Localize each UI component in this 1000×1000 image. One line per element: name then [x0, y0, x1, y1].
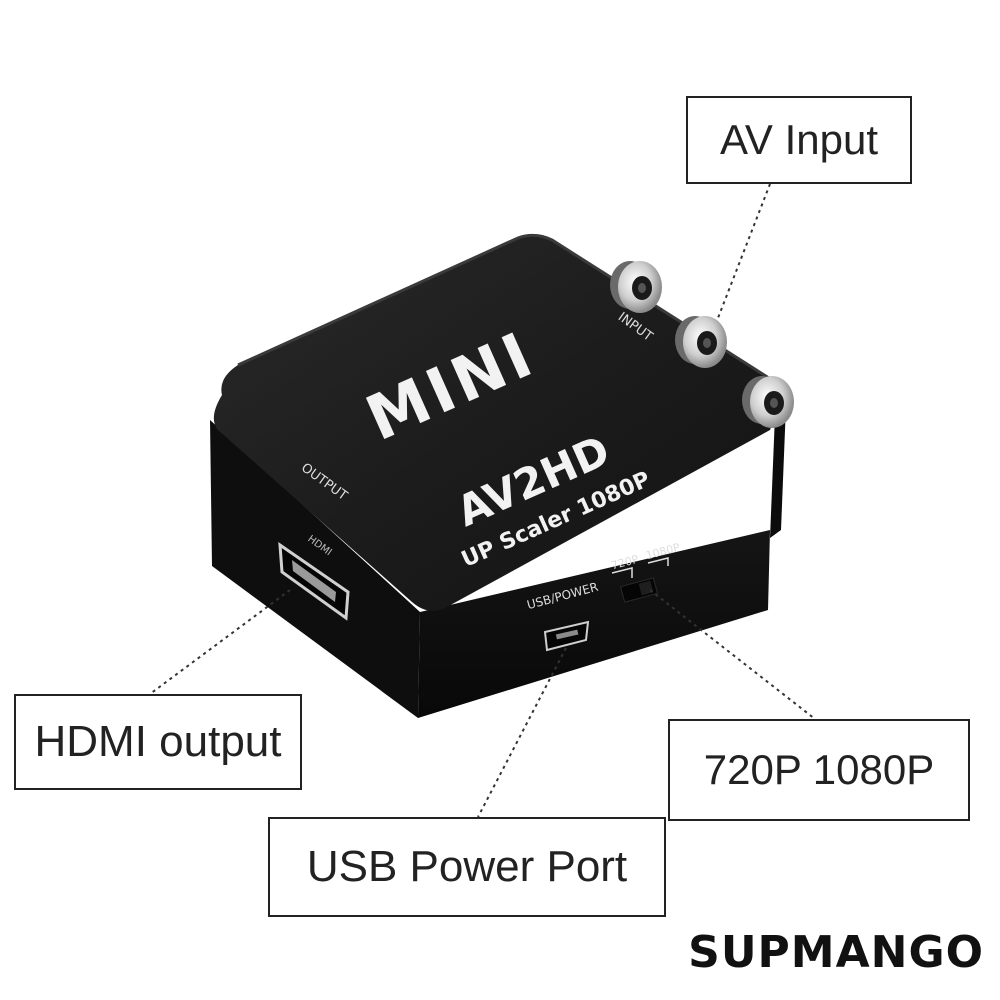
resolution-switch-callout: 720P 1080P	[668, 719, 970, 821]
usb-power-port-callout: USB Power Port	[268, 817, 666, 917]
device-top-face	[213, 235, 781, 611]
leader-lines	[149, 183, 816, 818]
leader-av-input	[717, 183, 771, 319]
device-right-side	[770, 405, 786, 538]
usb-power-port	[543, 620, 590, 652]
av-input-callout: AV Input	[686, 96, 912, 184]
rca-jack-middle	[675, 316, 727, 368]
device-front-face	[418, 530, 770, 718]
rca-jack-top	[610, 261, 662, 313]
brand-watermark: SUPMANGO	[688, 926, 984, 978]
rca-jacks	[610, 261, 794, 428]
leader-hdmi-output	[149, 589, 291, 695]
resolution-switch	[619, 577, 659, 603]
hdmi-output-callout: HDMI output	[14, 694, 302, 790]
rca-jack-bottom	[742, 376, 794, 428]
